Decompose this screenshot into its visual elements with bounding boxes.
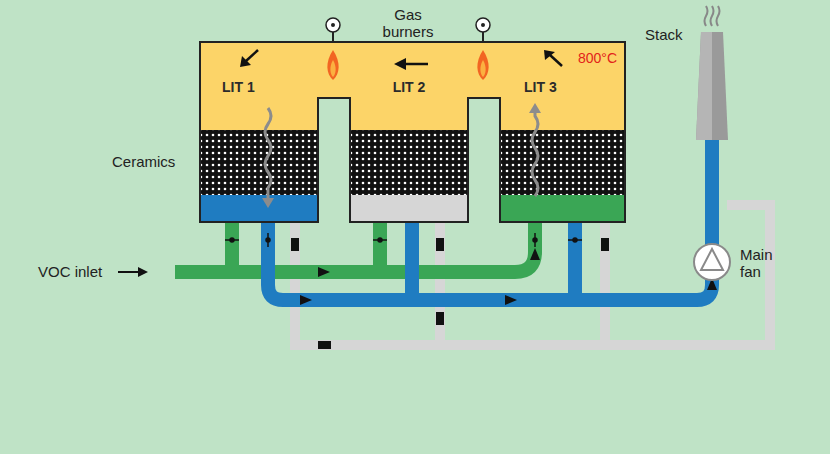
chamber-arrows bbox=[240, 50, 562, 70]
oxidizer-chamber bbox=[200, 42, 625, 222]
valves bbox=[225, 233, 582, 247]
bed-column: LIT 2 bbox=[350, 76, 468, 222]
blue-pipes bbox=[268, 140, 712, 300]
bed-label: LIT 3 bbox=[524, 79, 557, 95]
ceramics-label: Ceramics bbox=[112, 153, 175, 170]
fan-label: Main fan bbox=[740, 246, 790, 281]
fan-symbol bbox=[694, 244, 730, 280]
stack-label: Stack bbox=[645, 26, 683, 43]
flow-arrows bbox=[300, 248, 717, 305]
bed-label: LIT 2 bbox=[393, 79, 426, 95]
bed-flow-heads bbox=[262, 103, 541, 208]
bed-label: LIT 1 bbox=[222, 79, 255, 95]
stack bbox=[696, 6, 728, 140]
bed-column: LIT 1 bbox=[200, 76, 318, 222]
burner-label: Gas burners bbox=[372, 6, 444, 41]
bed-column: LIT 3 bbox=[500, 76, 625, 222]
bed-flow bbox=[265, 108, 538, 200]
inlet-arrow bbox=[118, 267, 148, 277]
temperature-label: 800°C bbox=[578, 50, 617, 66]
green-pipes bbox=[175, 222, 535, 272]
dampers bbox=[291, 238, 609, 349]
inlet-label: VOC inlet bbox=[38, 263, 102, 280]
